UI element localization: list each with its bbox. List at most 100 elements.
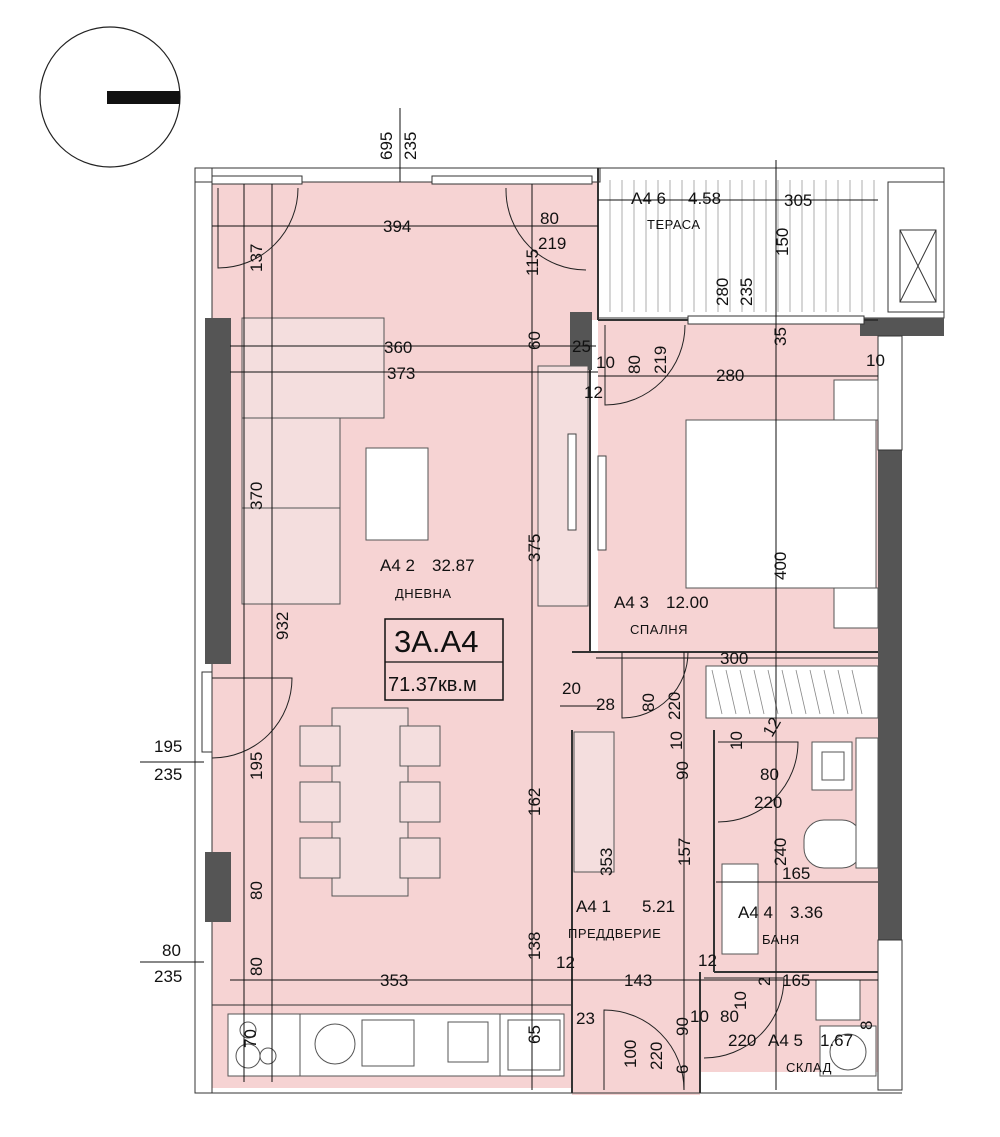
dim-25: 25 — [572, 337, 591, 356]
dim-373: 373 — [387, 364, 415, 383]
dining-table — [299, 707, 441, 897]
living-id: A4 2 — [380, 556, 415, 575]
terrace-id: A4 6 — [631, 189, 666, 208]
dim-353b: 353 — [380, 971, 408, 990]
dim-28: 28 — [596, 695, 615, 714]
dim-10c: 10 — [667, 731, 686, 750]
dim-80d: 80 — [760, 765, 779, 784]
dim-20: 20 — [562, 679, 581, 698]
dim-157: 157 — [675, 838, 694, 866]
wardrobes — [537, 365, 879, 873]
dim-6: 6 — [673, 1065, 692, 1074]
dim-235: 235 — [737, 278, 756, 306]
dim-10: 10 — [596, 353, 615, 372]
apartment-badge: 3A.A4 71.37кв.м — [384, 618, 504, 701]
dim-165b: 165 — [782, 971, 810, 990]
hall-id: A4 1 — [576, 897, 611, 916]
dimension-labels: 695 235 394 80 219 137 115 360 60 25 10 … — [154, 132, 885, 1074]
dim-80: 80 — [540, 209, 559, 228]
dim-162: 162 — [525, 788, 544, 816]
dim-90: 90 — [673, 761, 692, 780]
dim-top-a: 695 — [377, 132, 396, 160]
dim-280: 280 — [716, 366, 744, 385]
dim-115: 115 — [523, 249, 542, 276]
dim-60: 60 — [525, 331, 544, 350]
dim-394: 394 — [383, 217, 411, 236]
dim-375: 375 — [525, 534, 544, 562]
bath-name: БАНЯ — [762, 932, 800, 947]
dim-left1b: 235 — [154, 765, 182, 784]
dim-80b: 80 — [625, 355, 644, 374]
dim-80g: 80 — [720, 1007, 739, 1026]
dim-165: 165 — [782, 864, 810, 883]
room-labels: ТЕРАСА A4 2 32.87 ДНЕВНА A4 3 12.00 СПАЛ… — [380, 217, 853, 1075]
dim-300: 300 — [720, 649, 748, 668]
dim-353: 353 — [597, 848, 616, 876]
dim-12: 12 — [584, 383, 603, 402]
dim-90b: 90 — [673, 1017, 692, 1036]
dim-70: 70 — [241, 1029, 260, 1048]
dim-10d: 10 — [727, 731, 746, 750]
dim-137: 137 — [247, 244, 266, 272]
living-area: 32.87 — [432, 556, 475, 575]
terrace-name: ТЕРАСА — [647, 217, 701, 232]
dim-360: 360 — [384, 338, 412, 357]
dim-80c: 80 — [639, 693, 658, 712]
bedroom-name: СПАЛНЯ — [630, 622, 688, 637]
dim-8: 8 — [857, 1021, 876, 1030]
dim-top-b: 235 — [401, 132, 420, 160]
bathroom-fixtures — [721, 737, 879, 1077]
dim-305: 305 — [784, 191, 812, 210]
kitchen-counter — [227, 1013, 565, 1077]
storage-id: A4 5 — [768, 1031, 803, 1050]
dim-143: 143 — [624, 971, 652, 990]
bedroom-id: A4 3 — [614, 593, 649, 612]
apartment-area: 71.37кв.м — [388, 674, 477, 696]
dim-219b: 219 — [651, 346, 670, 374]
dim-932: 932 — [273, 612, 292, 640]
living-name: ДНЕВНА — [395, 586, 452, 601]
dim-10e: 10 — [731, 991, 750, 1010]
dim-2: 2 — [755, 977, 774, 986]
dim-10b: 10 — [866, 351, 885, 370]
door-swings — [211, 187, 799, 1091]
bath-area: 3.36 — [790, 903, 823, 922]
dim-240: 240 — [771, 838, 790, 866]
dim-138: 138 — [525, 932, 544, 960]
dim-65: 65 — [525, 1025, 544, 1044]
dim-left2b: 235 — [154, 967, 182, 986]
dim-left2a: 80 — [162, 941, 181, 960]
dim-220: 220 — [665, 692, 684, 720]
dim-150: 150 — [773, 228, 792, 256]
storage-name: СКЛАД — [786, 1060, 832, 1075]
dim-35: 35 — [771, 327, 790, 346]
hall-area: 5.21 — [642, 897, 675, 916]
apartment-code: 3A.A4 — [394, 624, 478, 659]
terrace-area: 4.58 — [688, 189, 721, 208]
hall-name: ПРЕДДВЕРИЕ — [568, 926, 661, 941]
bedroom-area: 12.00 — [666, 593, 709, 612]
dimension-lines — [140, 108, 878, 1090]
dim-220b: 220 — [754, 793, 782, 812]
dim-100: 100 — [621, 1040, 640, 1068]
dim-370: 370 — [247, 482, 266, 510]
dim-280b: 280 — [713, 278, 732, 306]
bath-id: A4 4 — [738, 903, 773, 922]
dim-10f: 10 — [690, 1007, 709, 1026]
storage-area: 1.67 — [820, 1031, 853, 1050]
north-arrow-icon — [39, 26, 181, 168]
dim-left1a: 195 — [154, 737, 182, 756]
dim-400: 400 — [771, 552, 790, 580]
dim-220c: 220 — [647, 1042, 666, 1070]
dim-220d: 220 — [728, 1031, 756, 1050]
bed — [685, 379, 879, 629]
dim-195: 195 — [247, 752, 266, 780]
dim-12c: 12 — [556, 953, 575, 972]
dim-80e: 80 — [247, 881, 266, 900]
dim-80f: 80 — [247, 957, 266, 976]
dim-219: 219 — [538, 234, 566, 253]
dim-23: 23 — [576, 1009, 595, 1028]
sofa — [241, 317, 429, 605]
terrace — [597, 167, 945, 319]
